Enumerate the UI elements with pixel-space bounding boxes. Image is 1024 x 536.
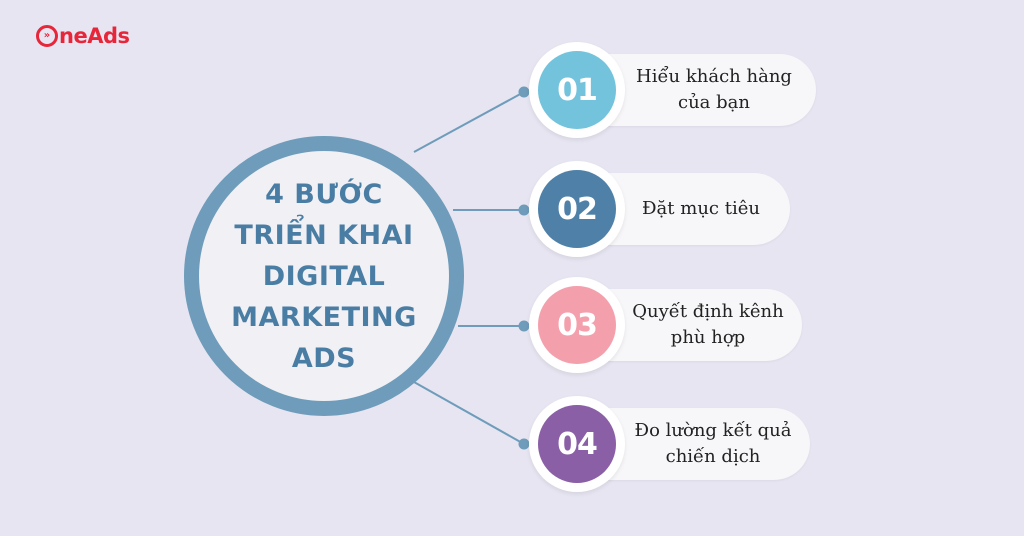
oneads-logo: » neAds (36, 24, 130, 48)
connector-dot-3 (518, 320, 530, 332)
step-4-label: Đo lường kết quả chiến dịch (634, 420, 792, 467)
step-3-label: Quyết định kênh phù hợp (632, 301, 784, 348)
step-2-label: Đặt mục tiêu (642, 198, 760, 219)
connector-dot-1 (518, 86, 530, 98)
step-2-number: 02 (538, 170, 616, 248)
logo-text: neAds (59, 24, 130, 48)
connector-1 (413, 91, 525, 153)
center-circle: 4 BƯỚC TRIỂN KHAI DIGITAL MARKETING ADS (184, 136, 464, 416)
step-3-badge: 03 (529, 277, 625, 373)
step-3-number: 03 (538, 286, 616, 364)
step-2-badge: 02 (529, 161, 625, 257)
connector-dot-4 (518, 438, 530, 450)
step-4-number: 04 (538, 405, 616, 483)
step-1-badge: 01 (529, 42, 625, 138)
center-title: 4 BƯỚC TRIỂN KHAI DIGITAL MARKETING ADS (231, 178, 417, 374)
play-icon: » (36, 25, 58, 47)
step-1-number: 01 (538, 51, 616, 129)
step-1-pill: Hiểu khách hàng của bạn (560, 54, 816, 126)
connector-dot-2 (518, 204, 530, 216)
step-4-badge: 04 (529, 396, 625, 492)
step-1-label: Hiểu khách hàng của bạn (636, 66, 792, 113)
connector-4 (413, 381, 525, 445)
